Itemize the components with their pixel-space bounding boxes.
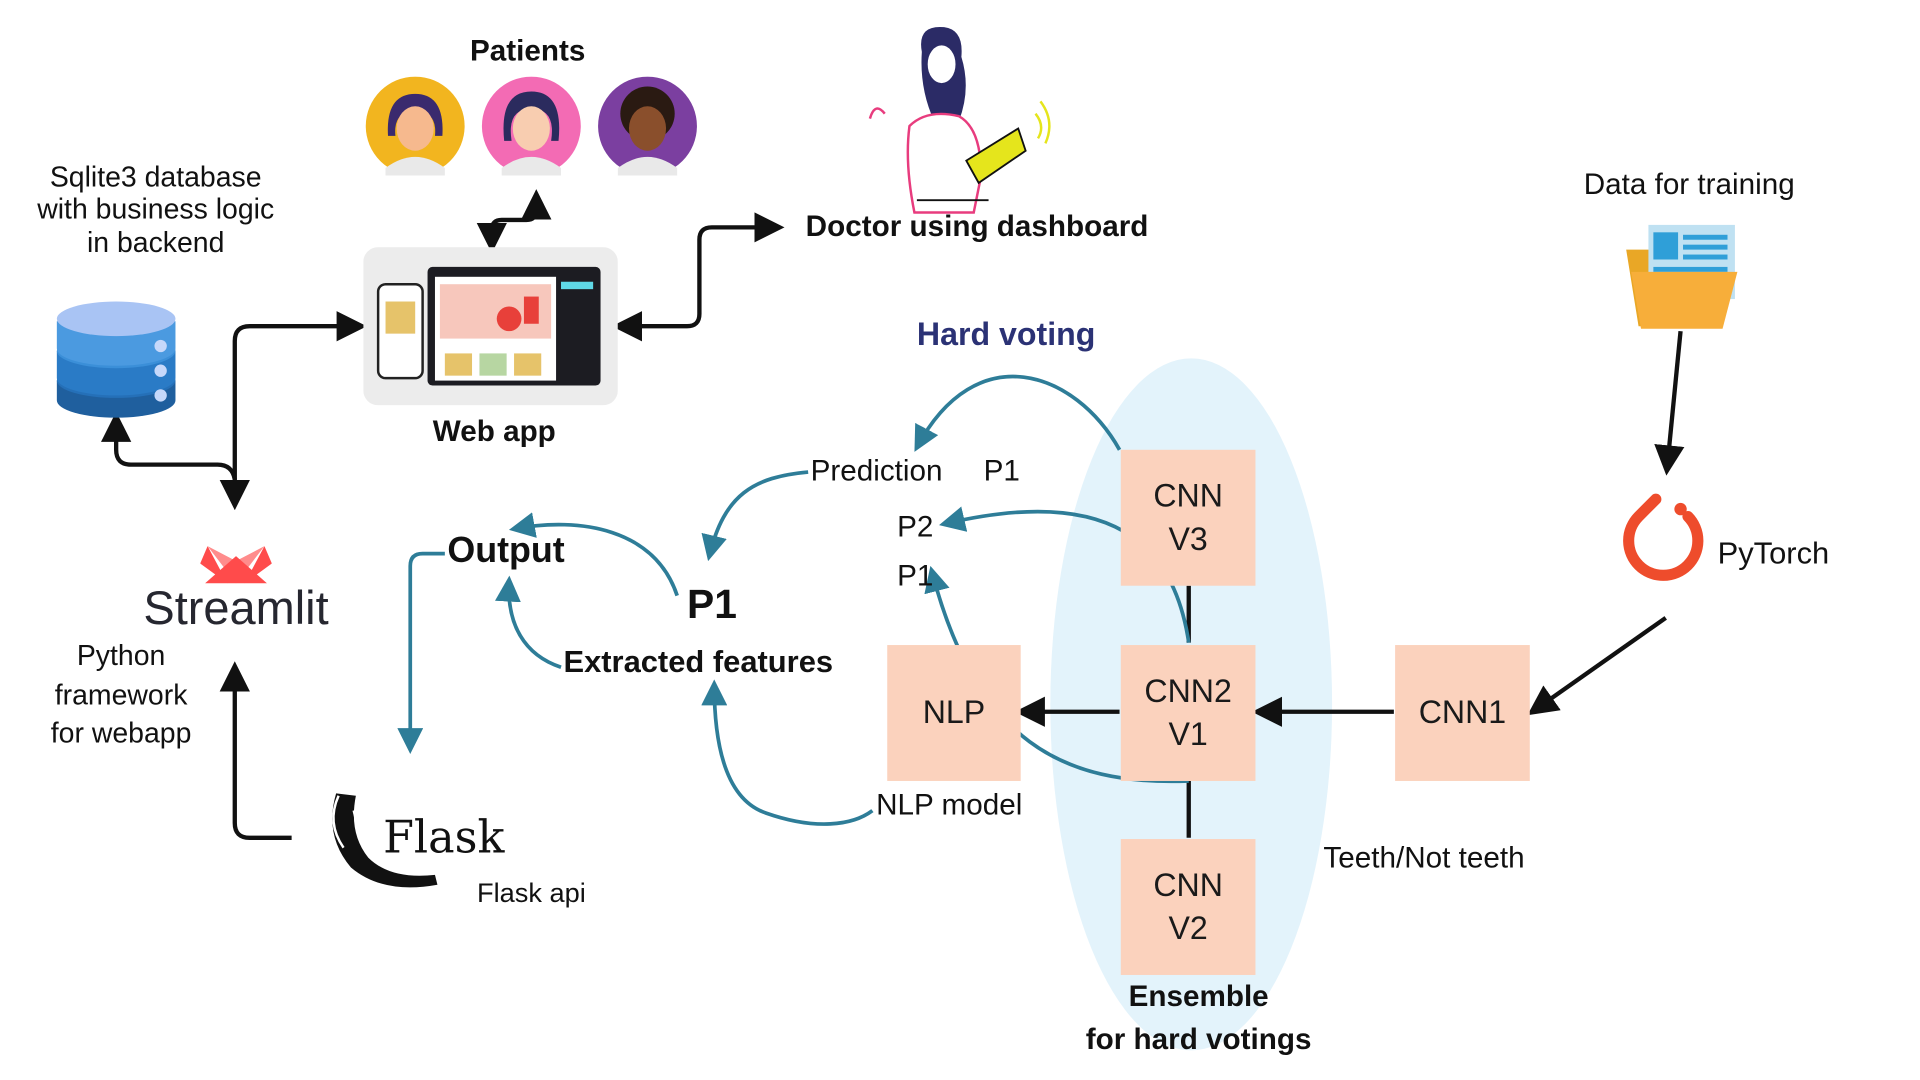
patient-avatar-icon: [481, 76, 581, 176]
doctor-illustration-icon: [868, 26, 1051, 214]
streamlit-logo-icon: [200, 546, 272, 584]
prediction-label: Prediction: [810, 454, 943, 489]
p1-small-label: P1: [897, 559, 934, 594]
teeth-label: Teeth/Not teeth: [1323, 841, 1525, 875]
cnn3-hardvoting-arrow: [914, 374, 1122, 452]
streamlit-caption: Python framework for webapp: [50, 638, 192, 750]
extracted-features-label: Extracted features: [563, 645, 834, 680]
output-flask-arrow: [397, 551, 445, 755]
flask-logo-icon: [332, 793, 438, 888]
database-icon: [56, 301, 176, 418]
p1-main-label: P1: [687, 580, 737, 627]
flask-caption: Flask api: [476, 877, 586, 909]
data-pytorch-arrow: [1654, 330, 1685, 476]
patient-avatar-icon: [598, 76, 697, 176]
data-training-label: Data for training: [1583, 168, 1795, 202]
patients-webapp-arrow: [476, 189, 552, 254]
folder-icon: [1626, 224, 1738, 329]
pytorch-logo-icon: [1623, 493, 1704, 581]
streamlit-logo-text: Streamlit: [143, 583, 329, 636]
cnn1-box: CNN1: [1395, 645, 1530, 781]
webapp-doctor-arrow: [611, 212, 785, 342]
extracted-output-arrow: [494, 575, 562, 670]
ensemble-label: Ensemble for hard votings: [1085, 979, 1312, 1057]
output-label: Output: [447, 531, 565, 571]
doctor-label: Doctor using dashboard: [805, 210, 1149, 244]
prediction-p1-arrow: [701, 470, 809, 562]
streamlit-webapp-arrow: [219, 311, 367, 511]
nlp-model-label: NLP model: [876, 788, 1023, 822]
web-app-screenshot-icon[interactable]: [363, 247, 618, 406]
nlp-box: NLP: [887, 645, 1021, 781]
p2-label: P2: [897, 510, 934, 544]
database-streamlit-arrow: [101, 411, 237, 480]
flask-streamlit-arrow: [219, 661, 292, 840]
hard-voting-label: Hard voting: [916, 315, 1096, 353]
database-label: Sqlite3 database with business logic in …: [37, 160, 275, 259]
flask-logo-text: Flask: [383, 813, 505, 864]
patient-avatar-icon: [365, 76, 465, 176]
pytorch-label: PyTorch: [1717, 536, 1830, 571]
patients-label: Patients: [469, 34, 586, 68]
web-app-label: Web app: [432, 415, 556, 449]
p1-output-arrow: [508, 512, 679, 597]
prediction-p1-label: P1: [983, 454, 1020, 489]
pytorch-cnn1-arrow: [1527, 616, 1667, 716]
nlp-extracted-arrow: [701, 679, 874, 826]
